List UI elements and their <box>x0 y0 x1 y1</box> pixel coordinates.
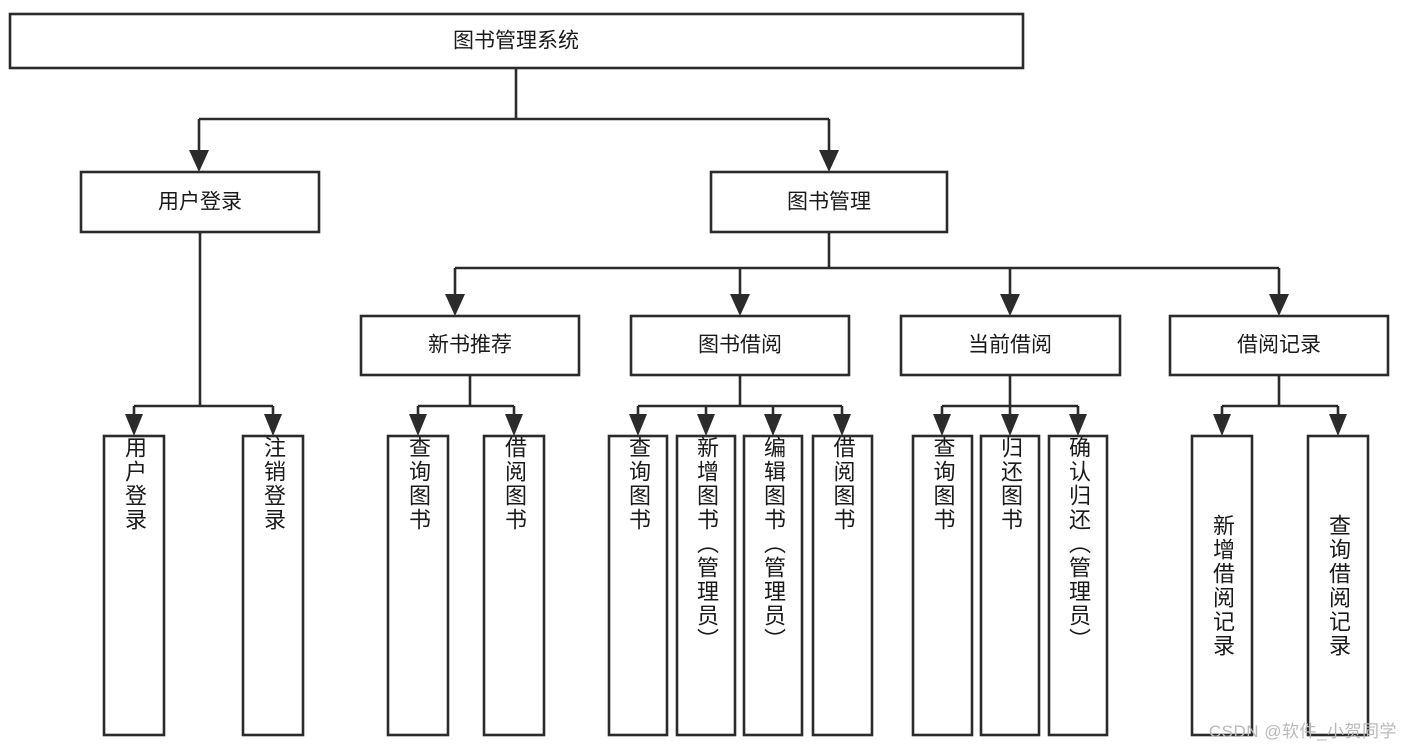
leaf-box-add-record[interactable] <box>1190 434 1254 737</box>
arrow-head-leaf-borrow-book-2 <box>833 414 851 436</box>
arrow-head-leaf-user-login <box>125 414 143 436</box>
node-book-borrow-box[interactable] <box>629 314 851 377</box>
node-root[interactable]: 图书管理系统 <box>8 12 1025 70</box>
leaf-box-edit-book[interactable] <box>742 434 804 737</box>
arrow-head-user-login <box>189 150 209 172</box>
connector-current-borrow-to-leaves <box>933 375 1087 436</box>
node-book-borrow-label: 图书借阅 <box>698 334 782 357</box>
arrow-head-leaf-borrow-book-1 <box>505 414 523 436</box>
connector-new-book-recommend-to-leaves <box>409 375 523 436</box>
arrow-head-leaf-query-book-3 <box>933 414 951 436</box>
arrow-head-leaf-query-book-2 <box>629 414 647 436</box>
arrow-head-book-borrow <box>730 294 750 316</box>
arrow-head-leaf-edit-book <box>764 414 782 436</box>
node-current-borrow-label: 当前借阅 <box>968 334 1052 357</box>
leaf-box-user-logout[interactable] <box>241 434 305 737</box>
node-user-login-label: 用户登录 <box>158 191 242 214</box>
leaf-box-confirm-return[interactable] <box>1047 434 1109 737</box>
leaf-box-query-book-1[interactable] <box>386 434 450 737</box>
arrow-head-leaf-add-record <box>1213 414 1231 436</box>
connector-borrow-record-to-leaves <box>1213 375 1347 436</box>
node-current-borrow[interactable]: 当前借阅 <box>899 314 1122 377</box>
leaf-box-user-login[interactable] <box>102 434 166 737</box>
node-root-box[interactable] <box>8 12 1025 70</box>
node-borrow-record[interactable]: 借阅记录 <box>1168 314 1390 377</box>
arrow-head-leaf-query-book-1 <box>409 414 427 436</box>
leaf-box-query-book-2[interactable] <box>607 434 669 737</box>
leaf-box-borrow-book-2[interactable] <box>811 434 874 737</box>
node-new-book-recommend-box[interactable] <box>359 314 581 377</box>
arrow-head-leaf-query-record <box>1329 414 1347 436</box>
watermark-text: CSDN @软件_小贺同学 <box>1208 722 1397 741</box>
node-root-label: 图书管理系统 <box>453 30 579 53</box>
leaf-box-return-book[interactable] <box>979 434 1041 737</box>
arrow-head-borrow-record <box>1269 294 1289 316</box>
arrow-head-leaf-confirm-return <box>1069 414 1087 436</box>
node-user-login[interactable]: 用户登录 <box>79 170 321 234</box>
arrow-head-current-borrow <box>1000 294 1020 316</box>
arrow-head-book-manage <box>819 150 839 172</box>
leaf-box-query-record[interactable] <box>1306 434 1370 737</box>
leaf-box-borrow-book-1[interactable] <box>482 434 546 737</box>
node-book-manage[interactable]: 图书管理 <box>709 170 949 234</box>
connector-book-manage-to-level2 <box>445 232 1289 316</box>
node-book-manage-box[interactable] <box>709 170 949 234</box>
arrow-head-leaf-return-book <box>1001 414 1019 436</box>
arrow-head-leaf-add-book <box>697 414 715 436</box>
node-new-book-recommend[interactable]: 新书推荐 <box>359 314 581 377</box>
connector-user-login-to-leaves <box>125 232 282 436</box>
leaf-box-query-book-3[interactable] <box>911 434 974 737</box>
node-current-borrow-box[interactable] <box>899 314 1122 377</box>
leaf-box-add-book[interactable] <box>675 434 737 737</box>
node-book-borrow[interactable]: 图书借阅 <box>629 314 851 377</box>
connector-book-borrow-to-leaves <box>629 375 851 436</box>
arrow-head-leaf-user-logout <box>264 414 282 436</box>
node-new-book-recommend-label: 新书推荐 <box>428 334 512 357</box>
connector-root-to-level1 <box>189 68 839 172</box>
node-book-manage-label: 图书管理 <box>787 191 871 214</box>
arrow-head-new-book-recommend <box>445 294 465 316</box>
node-borrow-record-label: 借阅记录 <box>1237 334 1321 357</box>
node-borrow-record-box[interactable] <box>1168 314 1390 377</box>
